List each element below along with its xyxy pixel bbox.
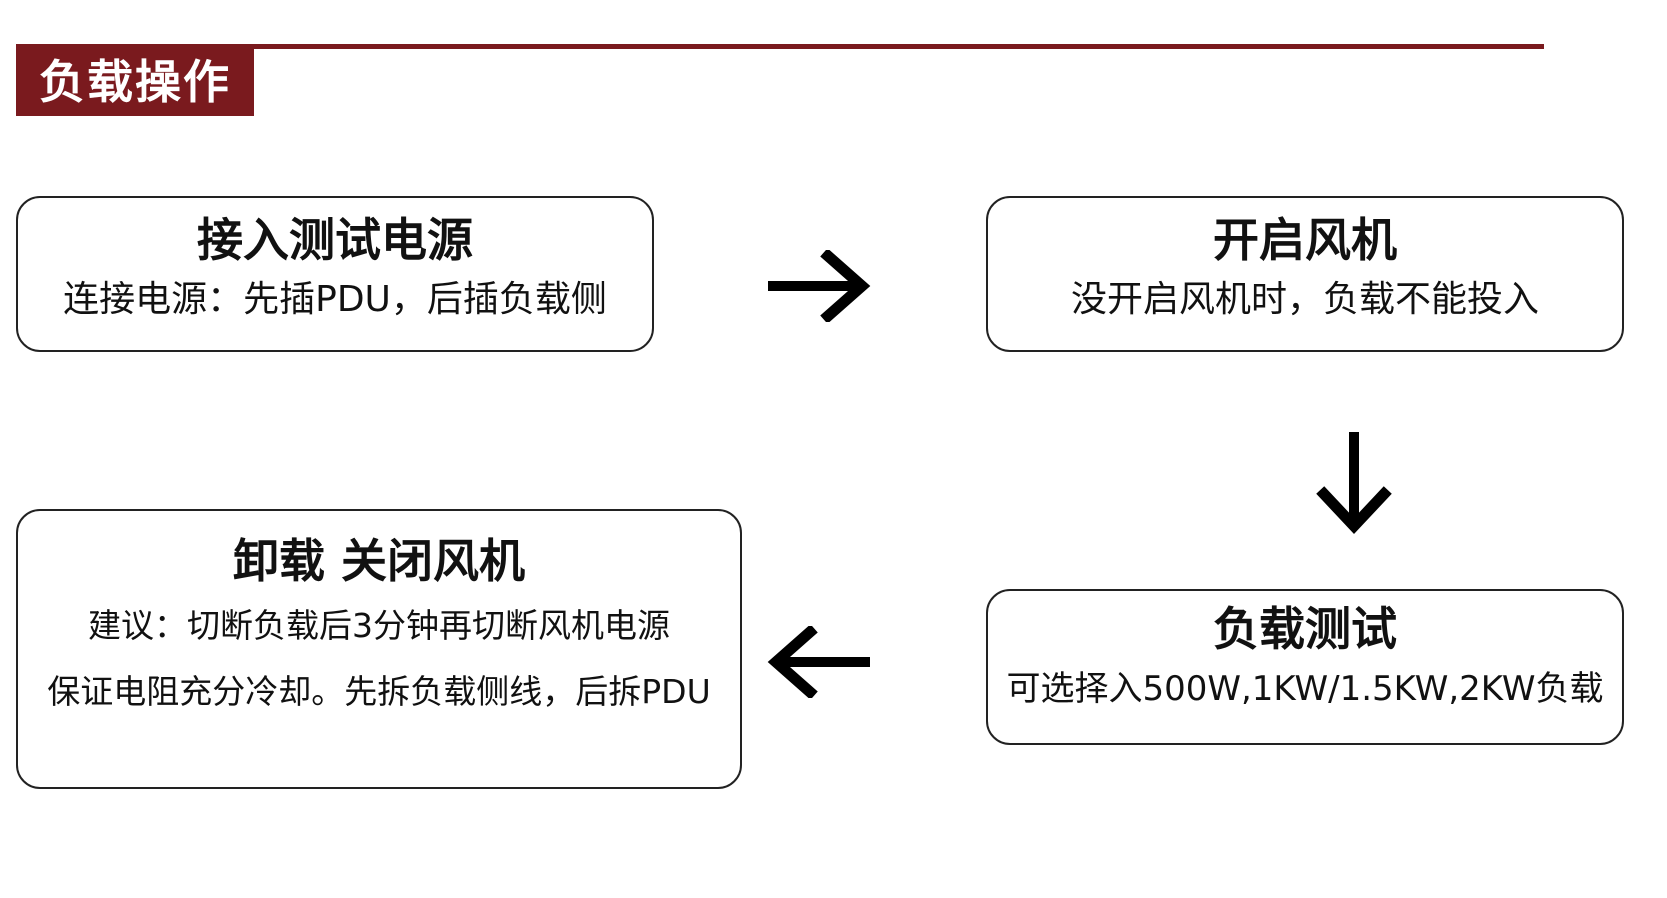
step-title: 开启风机 <box>1213 213 1397 267</box>
step-description: 没开启风机时，负载不能投入 <box>1070 279 1539 320</box>
step-box-connect-power: 接入测试电源 连接电源：先插PDU，后插负载侧 <box>16 196 654 352</box>
section-title: 负载操作 <box>16 48 254 116</box>
step-title: 卸载 关闭风机 <box>232 534 525 588</box>
step-box-load-test: 负载测试 可选择入500W,1KW/1.5KW,2KW负载 <box>986 589 1624 745</box>
step-box-start-fan: 开启风机 没开启风机时，负载不能投入 <box>986 196 1624 352</box>
arrow-right-icon <box>768 250 871 322</box>
step-description: 连接电源：先插PDU，后插负载侧 <box>63 279 607 320</box>
header-rule <box>16 44 1544 49</box>
step-title: 接入测试电源 <box>197 213 473 267</box>
step-description: 可选择入500W,1KW/1.5KW,2KW负载 <box>1006 669 1604 709</box>
step-description: 建议：切断负载后3分钟再切断风机电源 <box>88 606 670 645</box>
step-box-unload-stop-fan: 卸载 关闭风机 建议：切断负载后3分钟再切断风机电源 保证电阻充分冷却。先拆负载… <box>16 509 742 789</box>
arrow-down-icon <box>1316 432 1392 535</box>
step-description-second-line: 保证电阻充分冷却。先拆负载侧线，后拆PDU <box>47 672 711 711</box>
arrow-left-icon <box>767 626 870 698</box>
step-title: 负载测试 <box>1213 602 1397 656</box>
